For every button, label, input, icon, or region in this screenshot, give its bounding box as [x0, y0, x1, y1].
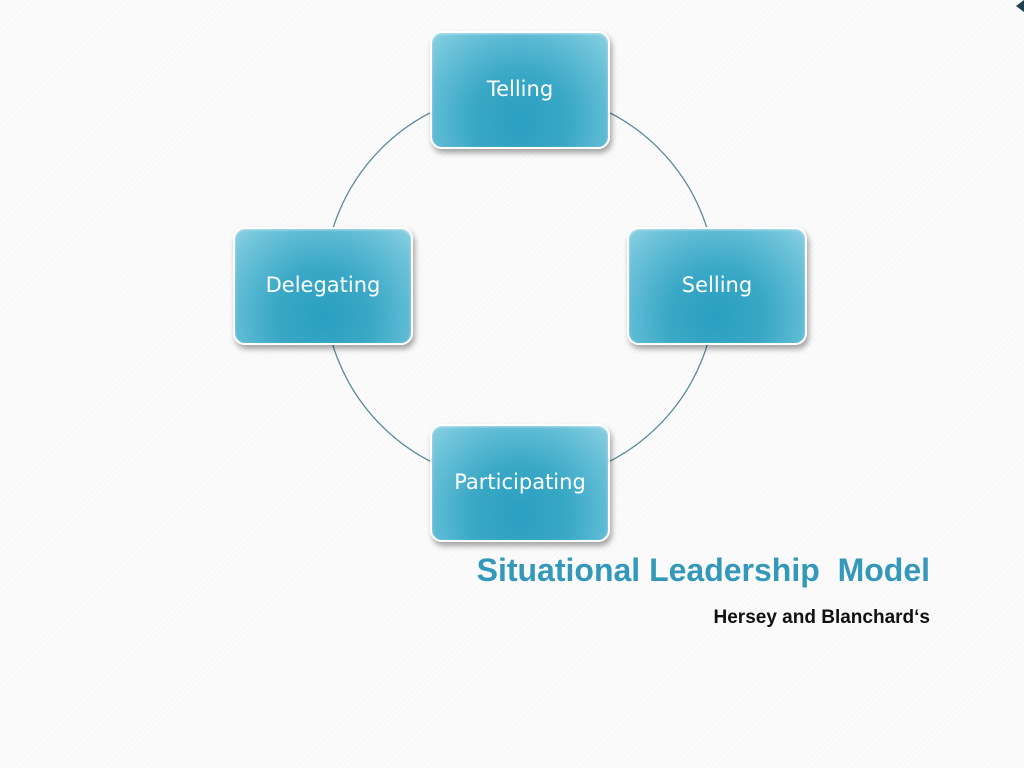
node-delegating-label: Delegating	[265, 273, 381, 297]
node-telling: Telling	[430, 31, 610, 149]
node-telling-label: Telling	[486, 77, 554, 101]
node-selling: Selling	[627, 227, 807, 345]
slide-title: Situational Leadership Model	[476, 552, 930, 588]
next-slide-arrow-icon[interactable]	[1016, 0, 1024, 12]
slide-subtitle: Hersey and Blanchard‘s	[713, 607, 930, 628]
node-participating: Participating	[430, 424, 610, 542]
node-selling-label: Selling	[681, 273, 753, 297]
node-delegating: Delegating	[233, 227, 413, 345]
node-participating-label: Participating	[454, 470, 586, 494]
